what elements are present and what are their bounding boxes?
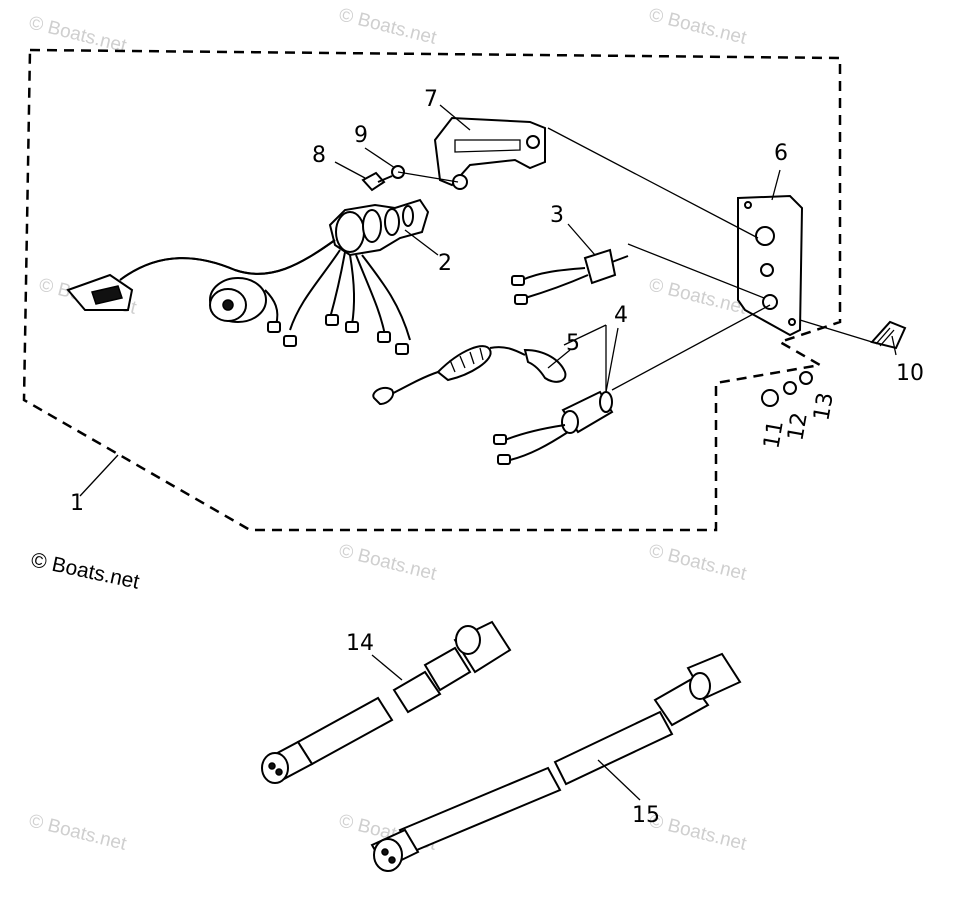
watermark-2: © Boats.net bbox=[337, 4, 439, 49]
callout-15: 15 bbox=[632, 803, 660, 828]
callout-12: 12 bbox=[783, 411, 812, 443]
watermark-6: © Boats.net bbox=[337, 540, 439, 585]
assembly-boundary bbox=[22, 48, 842, 532]
callout-4: 4 bbox=[614, 303, 628, 328]
washer-part-13 bbox=[799, 371, 813, 385]
watermark-8: © Boats.net bbox=[27, 810, 129, 855]
copyright-text: © Boats.net bbox=[29, 548, 142, 593]
callout-6: 6 bbox=[774, 141, 788, 166]
callout-2: 2 bbox=[438, 251, 452, 276]
grommet-part-2 bbox=[328, 198, 430, 257]
callout-10: 10 bbox=[896, 361, 924, 386]
watermark-10: © Boats.net bbox=[647, 810, 749, 855]
callout-13: 13 bbox=[809, 391, 838, 423]
callout-5: 5 bbox=[566, 331, 580, 356]
lanyard-part-5 bbox=[372, 345, 567, 406]
callout-8: 8 bbox=[312, 143, 326, 168]
callout-3: 3 bbox=[550, 203, 564, 228]
callout-11: 11 bbox=[759, 419, 788, 451]
watermark-3: © Boats.net bbox=[647, 4, 749, 49]
stop-switch-part-4 bbox=[493, 390, 614, 465]
wire-harness bbox=[66, 239, 411, 355]
callout-14: 14 bbox=[346, 631, 374, 656]
callout-1: 1 bbox=[70, 491, 84, 516]
nut-part-11 bbox=[761, 389, 779, 407]
watermark-1: © Boats.net bbox=[27, 12, 129, 57]
screw-part-8 bbox=[361, 171, 393, 192]
watermark-5: © Boats.net bbox=[647, 274, 749, 319]
switch-part-3 bbox=[511, 248, 629, 305]
extension-cable-part-15 bbox=[370, 652, 742, 872]
callout-9: 9 bbox=[354, 123, 368, 148]
bracket-part-7 bbox=[433, 116, 546, 190]
callouts: 1 2 3 4 5 6 7 8 9 10 11 12 13 14 15 bbox=[70, 87, 924, 828]
callout-7: 7 bbox=[424, 87, 438, 112]
lock-washer-part-12 bbox=[783, 381, 797, 395]
watermark-7: © Boats.net bbox=[647, 540, 749, 585]
bolt-part-10 bbox=[870, 320, 907, 350]
leader-lines bbox=[79, 104, 897, 497]
plate-part-6 bbox=[737, 194, 804, 337]
extension-cable-part-14 bbox=[261, 620, 512, 784]
